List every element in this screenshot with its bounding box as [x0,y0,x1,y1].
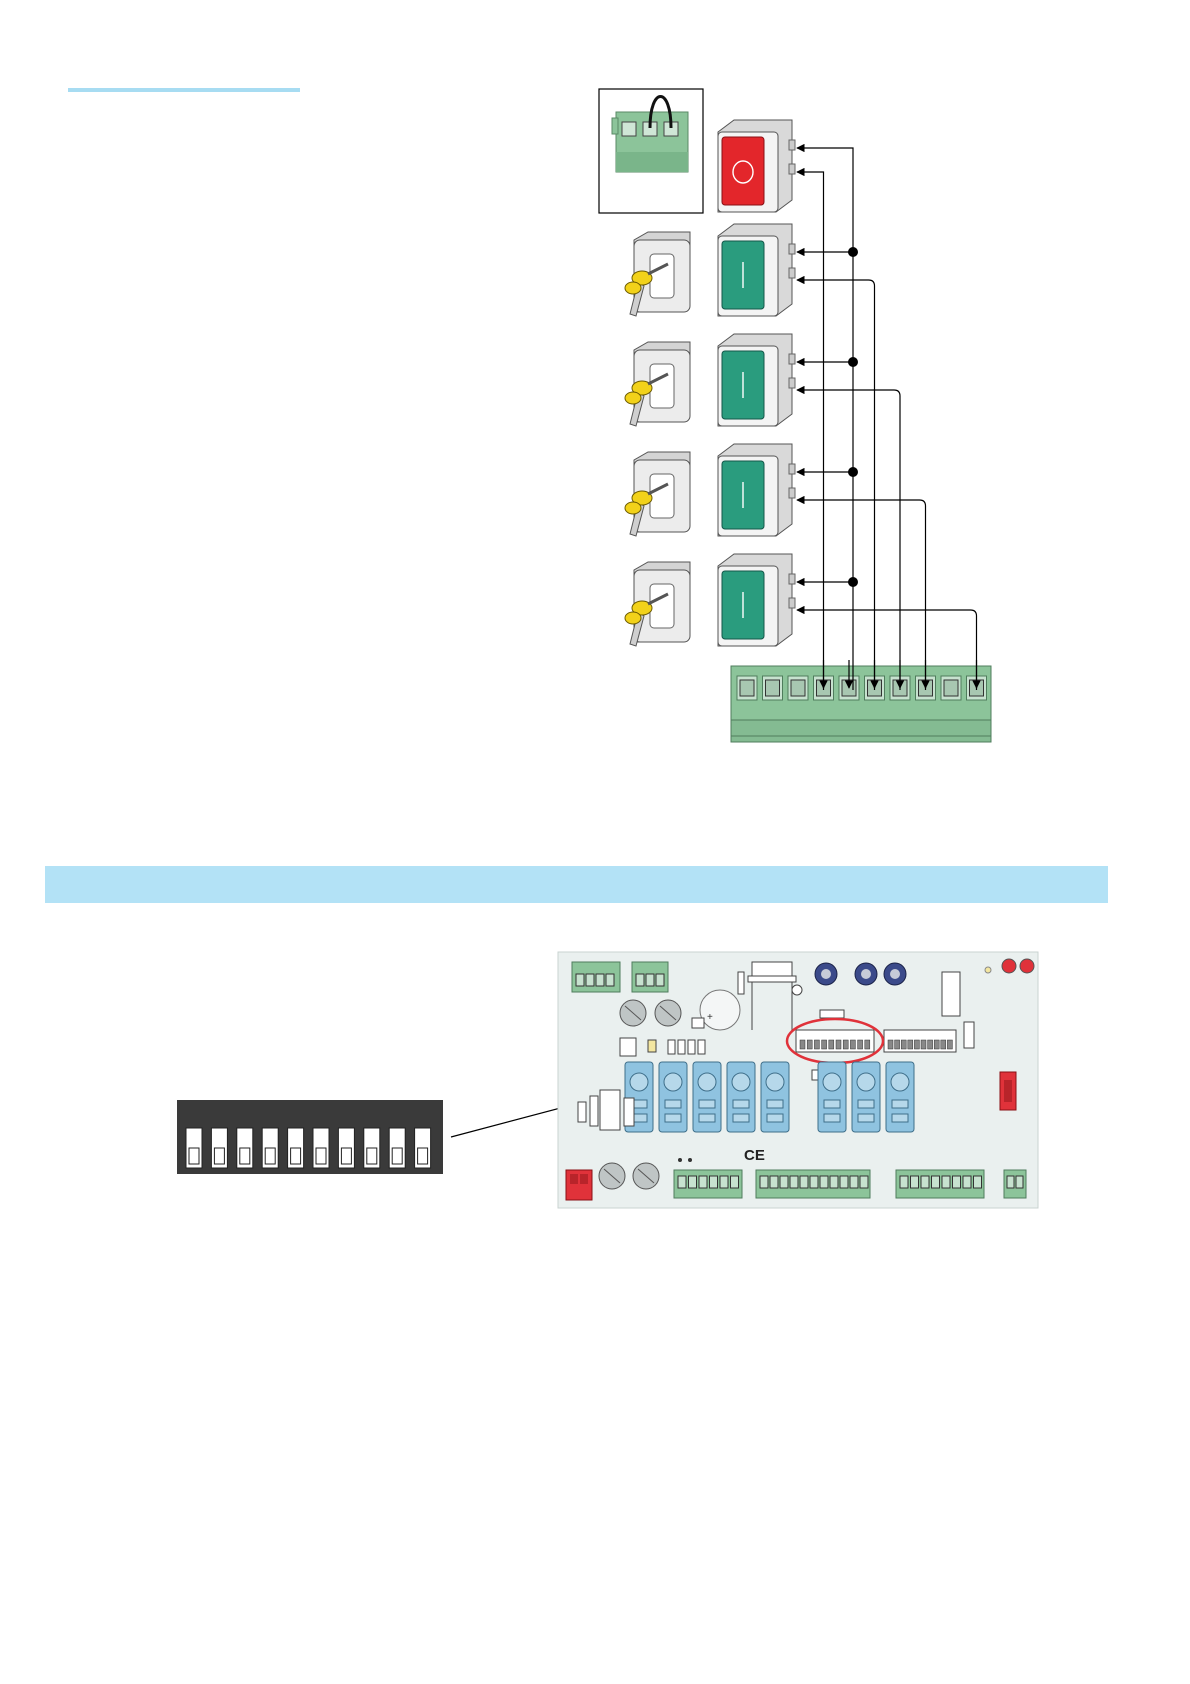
start-pushbutton-icon [718,554,795,646]
relay [659,1062,687,1132]
key-selector-icon [625,452,690,536]
dip-switch-enlarged [177,1100,443,1174]
relay [761,1062,789,1132]
ce-mark: CE [744,1147,765,1164]
start-pushbutton-icon [718,334,795,426]
start-pushbutton-icon [718,224,795,316]
jumper-terminal-inset [599,89,703,213]
relay [693,1062,721,1132]
start-pushbutton-icon [718,444,795,536]
svg-text:+: + [707,1012,713,1023]
control-board: + [558,952,1038,1208]
relay [886,1062,914,1132]
key-selector-icon [625,232,690,316]
terminal-block [731,666,991,742]
relay [852,1062,880,1132]
relay [818,1062,846,1132]
key-selector-icon [625,342,690,426]
relay [727,1062,755,1132]
key-selector-icon [625,562,690,646]
stop-pushbutton-icon [718,120,795,212]
